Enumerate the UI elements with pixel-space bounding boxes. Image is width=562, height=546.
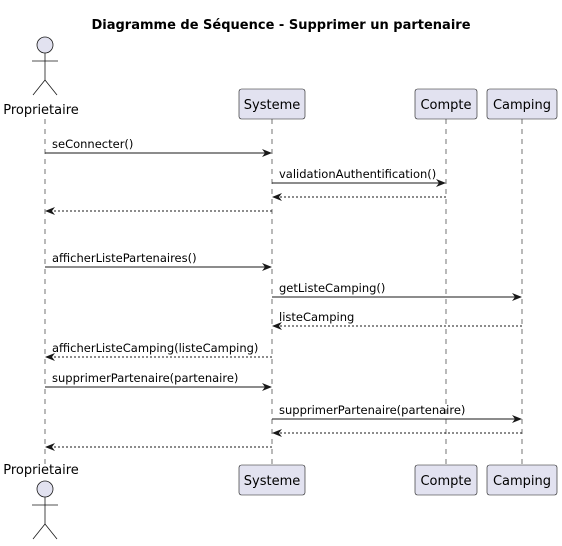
actor-left-leg xyxy=(32,523,46,540)
message-label: afficherListePartenaires() xyxy=(52,251,197,265)
message-10: supprimerPartenaire(partenaire) xyxy=(272,403,522,423)
participant-box xyxy=(414,88,478,120)
message-7: listeCamping xyxy=(272,310,522,330)
participant-label: Camping xyxy=(493,474,551,489)
actor-left-leg xyxy=(32,79,46,96)
message-label: supprimerPartenaire(partenaire) xyxy=(52,371,238,385)
participant-systeme-bottom: Systeme xyxy=(238,464,306,496)
participant-box xyxy=(238,464,306,496)
message-2: validationAuthentification() xyxy=(272,167,446,187)
message-label: supprimerPartenaire(partenaire) xyxy=(279,403,465,417)
participant-camping-bottom: Camping xyxy=(486,464,558,496)
message-9: supprimerPartenaire(partenaire) xyxy=(45,371,272,391)
actor-right-leg xyxy=(44,523,58,540)
participant-systeme-top: Systeme xyxy=(238,88,306,120)
actor-head xyxy=(36,480,54,498)
participant-label: Camping xyxy=(493,98,551,113)
message-label: seConnecter() xyxy=(52,137,133,151)
participant-label: Compte xyxy=(420,474,471,489)
participant-box xyxy=(486,464,558,496)
actor-label: Proprietaire xyxy=(3,103,79,118)
actor-proprietaire-bottom: Proprietaire xyxy=(3,463,79,540)
message-label: afficherListeCamping(listeCamping) xyxy=(52,341,258,355)
message-label: validationAuthentification() xyxy=(279,167,436,181)
message-5: afficherListePartenaires() xyxy=(45,251,272,271)
participant-label: Systeme xyxy=(244,98,300,113)
message-8: afficherListeCamping(listeCamping) xyxy=(45,341,272,361)
actor-proprietaire-top: Proprietaire xyxy=(3,36,79,118)
participant-box xyxy=(486,88,558,120)
participant-box xyxy=(414,464,478,496)
message-label: listeCamping xyxy=(279,310,354,324)
actor-label: Proprietaire xyxy=(3,463,79,478)
participant-label: Compte xyxy=(420,98,471,113)
participant-label: Systeme xyxy=(244,474,300,489)
diagram-title: Diagramme de Séquence - Supprimer un par… xyxy=(91,18,470,33)
message-6: getListeCamping() xyxy=(272,281,522,301)
message-1: seConnecter() xyxy=(45,137,272,157)
participant-box xyxy=(238,88,306,120)
actor-head xyxy=(36,36,54,54)
message-label: getListeCamping() xyxy=(279,281,385,295)
participant-compte-bottom: Compte xyxy=(414,464,478,496)
participant-compte-top: Compte xyxy=(414,88,478,120)
participant-camping-top: Camping xyxy=(486,88,558,120)
actor-right-leg xyxy=(44,79,58,96)
